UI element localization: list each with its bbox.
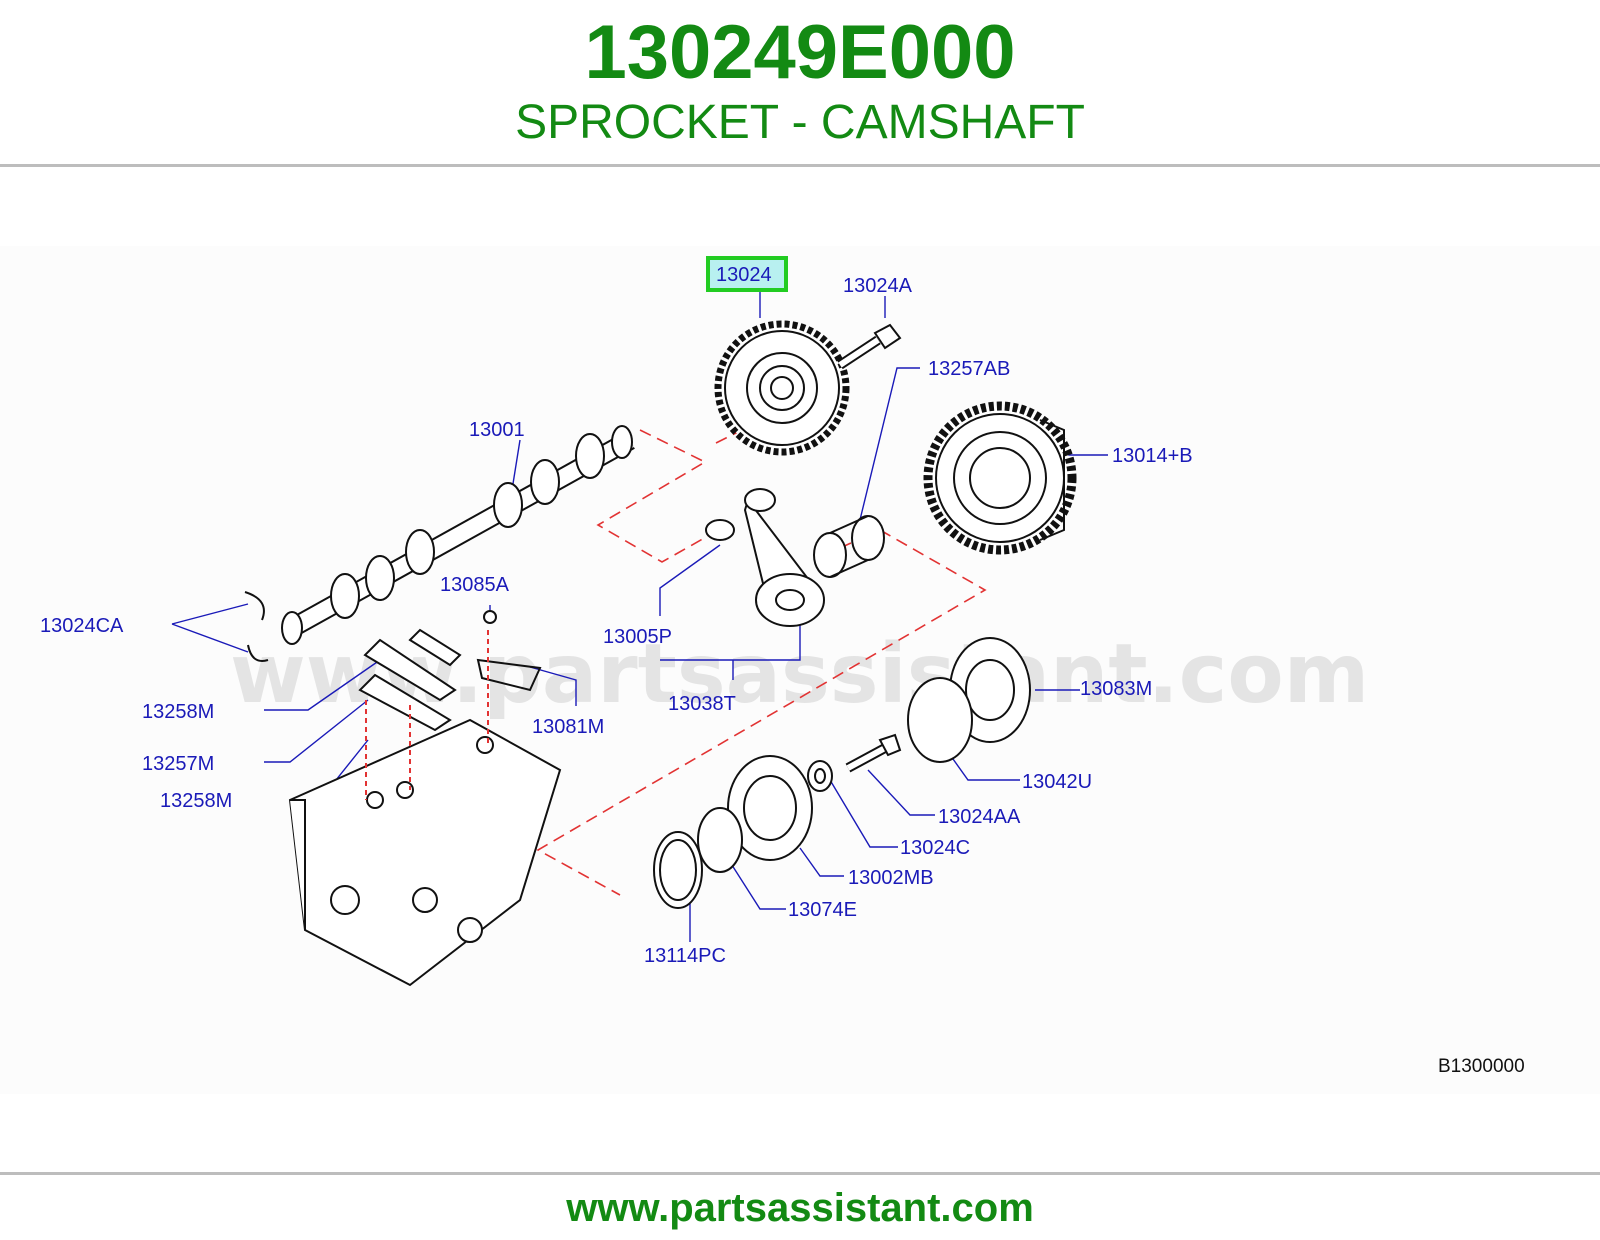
sprocket-bolt-illustration — [837, 323, 902, 370]
camshaft-sprocket-illustration — [714, 320, 850, 456]
callout-13038T[interactable]: 13038T — [668, 693, 736, 715]
callout-13014B[interactable]: 13014+B — [1112, 445, 1193, 467]
drive-gear-illustration — [923, 401, 1077, 555]
callout-13083M[interactable]: 13083M — [1080, 678, 1152, 700]
callout-13074E[interactable]: 13074E — [788, 899, 857, 921]
callout-13085A[interactable]: 13085A — [440, 574, 510, 596]
part-name-subtitle: SPROCKET - CAMSHAFT — [515, 96, 1085, 149]
callout-13024A[interactable]: 13024A — [843, 275, 913, 297]
clip-illustration — [476, 658, 542, 692]
bushing-illustration — [813, 515, 885, 578]
rocker-arm-illustration — [358, 610, 497, 732]
callout-13258M-top[interactable]: 13258M — [142, 701, 214, 723]
cylinder-head-illustration — [288, 630, 562, 987]
callout-13114PC[interactable]: 13114PC — [644, 945, 726, 967]
callout-13024C[interactable]: 13024C — [900, 837, 970, 859]
figure-reference-code: B1300000 — [1438, 1056, 1525, 1077]
part-number-title: 130249E000 — [584, 10, 1016, 95]
callout-13042U[interactable]: 13042U — [1022, 771, 1092, 793]
crank-sprocket-illustration — [653, 755, 813, 909]
callout-13001[interactable]: 13001 — [469, 419, 525, 441]
callout-13024[interactable]: 13024 — [716, 264, 772, 286]
thrust-washer-illustration — [244, 591, 269, 662]
footer-divider — [0, 1172, 1600, 1175]
header-divider — [0, 164, 1600, 167]
hub-bolt-illustration — [807, 733, 902, 792]
callout-13005P[interactable]: 13005P — [603, 626, 672, 648]
callout-13257M[interactable]: 13257M — [142, 753, 214, 775]
hub-illustration — [907, 637, 1031, 763]
footer-website-link[interactable]: www.partsassistant.com — [566, 1186, 1034, 1230]
callout-13002MB[interactable]: 13002MB — [848, 867, 934, 889]
callout-13081M[interactable]: 13081M — [532, 716, 604, 738]
lever-assembly-illustration — [705, 488, 825, 627]
highlighted-callout-box[interactable] — [706, 256, 788, 292]
callout-13258M-bottom[interactable]: 13258M — [160, 790, 232, 812]
camshaft-illustration — [281, 425, 635, 645]
callout-13024AA[interactable]: 13024AA — [938, 806, 1021, 828]
callout-13257AB[interactable]: 13257AB — [928, 358, 1010, 380]
callout-13024CA[interactable]: 13024CA — [40, 615, 124, 637]
